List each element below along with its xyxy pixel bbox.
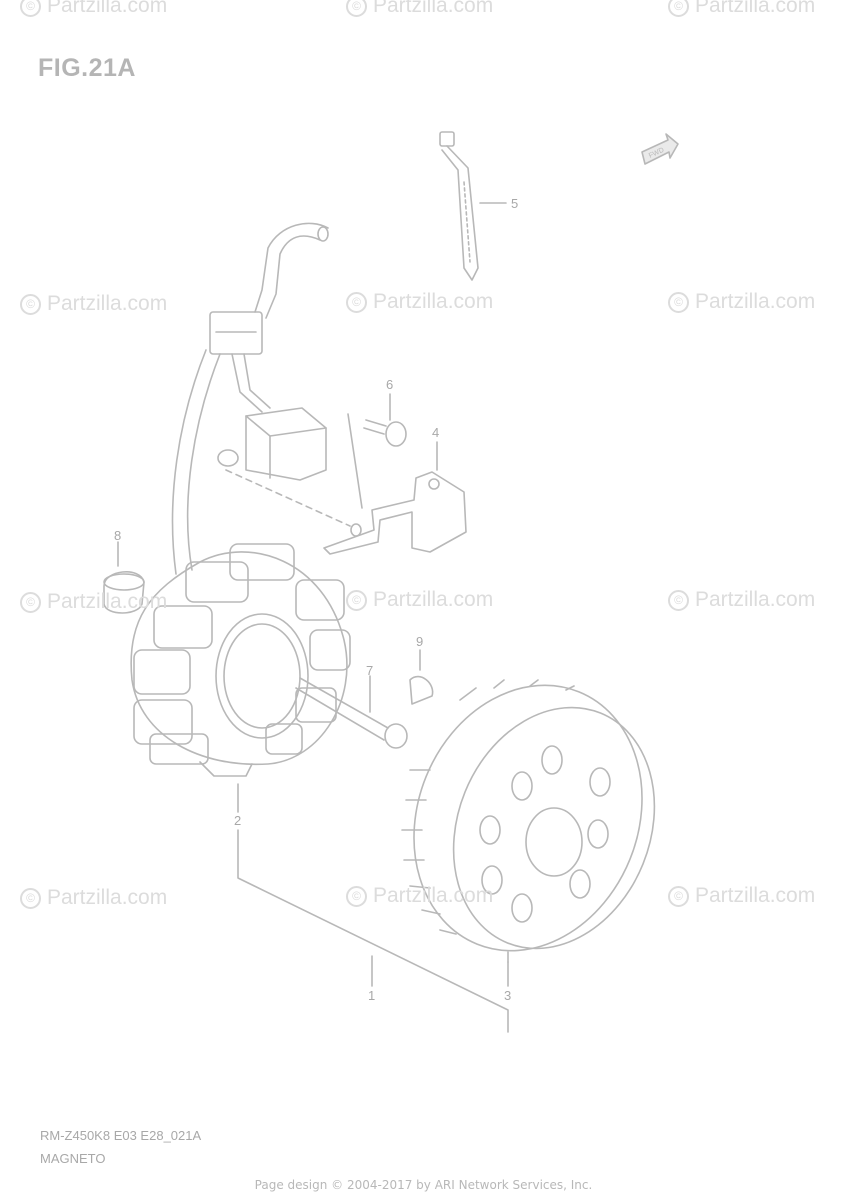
watermark: ©Partzilla.com xyxy=(20,886,167,910)
key-part-9[interactable] xyxy=(409,649,434,705)
stator-part-2[interactable] xyxy=(130,543,351,777)
watermark: ©Partzilla.com xyxy=(668,588,815,612)
callout-3[interactable]: 3 xyxy=(504,988,512,1003)
figure-name: MAGNETO xyxy=(40,1151,106,1166)
watermark: ©Partzilla.com xyxy=(20,292,167,316)
grommet-part-8[interactable] xyxy=(103,541,145,614)
watermark: ©Partzilla.com xyxy=(668,0,815,18)
watermark: ©Partzilla.com xyxy=(20,590,167,614)
page-footer: Page design © 2004-2017 by ARI Network S… xyxy=(254,1178,593,1192)
callout-2[interactable]: 2 xyxy=(234,813,242,828)
bolt-part-6[interactable] xyxy=(363,393,407,447)
wire-harness[interactable] xyxy=(171,222,329,575)
callout-6[interactable]: 6 xyxy=(386,377,394,392)
callout-7[interactable]: 7 xyxy=(366,663,374,678)
forward-direction-arrow: FWD xyxy=(641,133,679,165)
bolt-part-7[interactable] xyxy=(295,675,408,749)
watermark: ©Partzilla.com xyxy=(346,0,493,18)
watermark: ©Partzilla.com xyxy=(668,290,815,314)
watermark: ©Partzilla.com xyxy=(20,0,167,18)
watermark: ©Partzilla.com xyxy=(346,588,493,612)
figure-code: RM-Z450K8 E03 E28_021A xyxy=(40,1128,202,1143)
cable-tie-part[interactable] xyxy=(439,131,507,281)
watermark: ©Partzilla.com xyxy=(346,290,493,314)
assembly-leader xyxy=(237,783,509,1033)
watermark: ©Partzilla.com xyxy=(346,884,493,908)
pickup-coil[interactable] xyxy=(225,407,351,527)
rotor-part-3[interactable] xyxy=(375,651,689,986)
figure-title: FIG.21A xyxy=(38,54,136,82)
callout-9[interactable]: 9 xyxy=(416,634,424,649)
callout-1[interactable]: 1 xyxy=(368,988,376,1003)
callout-4[interactable]: 4 xyxy=(432,425,440,440)
watermark: ©Partzilla.com xyxy=(668,884,815,908)
callout-8[interactable]: 8 xyxy=(114,528,122,543)
bracket-part-4[interactable] xyxy=(323,413,467,555)
callout-5[interactable]: 5 xyxy=(511,196,519,211)
